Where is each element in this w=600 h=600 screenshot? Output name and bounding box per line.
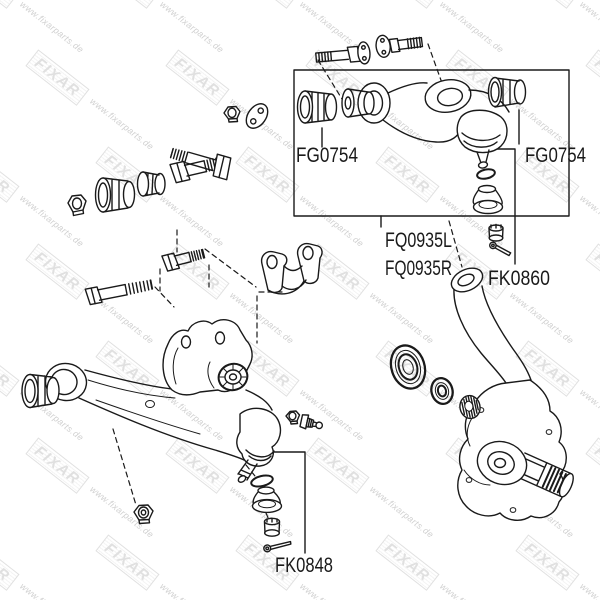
lower-control-arm bbox=[44, 362, 282, 483]
needle-bearing bbox=[459, 394, 481, 420]
hub-oil-seal bbox=[389, 344, 427, 390]
grease-fitting bbox=[299, 414, 324, 430]
cam-bolt-right bbox=[375, 34, 424, 58]
cam-washer-plate bbox=[245, 103, 269, 129]
label-fg0754-left: FG0754 bbox=[296, 144, 358, 167]
label-fq0935l: FQ0935L bbox=[385, 229, 452, 252]
dashed-assembly-lines bbox=[112, 43, 463, 521]
label-fk0860: FK0860 bbox=[488, 267, 550, 290]
lower-arm-rear-bushing bbox=[217, 362, 249, 392]
flanged-bushing-left bbox=[94, 177, 136, 213]
upper-cotter-pin bbox=[489, 241, 512, 257]
hex-nut-small-top bbox=[223, 105, 241, 123]
hex-nut-left bbox=[67, 194, 87, 217]
label-fq0935r: FQ0935R bbox=[385, 257, 452, 280]
hex-nut-below-arm bbox=[133, 504, 154, 525]
lower-cotter-pin bbox=[263, 540, 292, 553]
knuckle-spindle bbox=[514, 452, 574, 498]
bolt-mid-long bbox=[84, 279, 154, 306]
upper-castle-nut bbox=[488, 223, 504, 242]
label-fk0848: FK0848 bbox=[275, 554, 333, 577]
upper-arm-inner-sleeve bbox=[341, 88, 375, 118]
hex-nut-grease bbox=[285, 410, 301, 425]
upper-arm-bushing-right bbox=[487, 76, 527, 108]
label-fg0754-right: FG0754 bbox=[525, 144, 586, 167]
seal-ring bbox=[430, 377, 454, 405]
cam-bolt-left bbox=[315, 41, 371, 65]
bolt-below-washer bbox=[169, 147, 232, 181]
rubber-sleeve-left bbox=[136, 171, 166, 197]
lower-castle-nut bbox=[263, 517, 281, 537]
lower-ball-joint-parts bbox=[250, 474, 292, 553]
steering-knuckle bbox=[450, 267, 574, 521]
upper-arm-kit-box bbox=[293, 69, 570, 217]
upper-control-arm bbox=[357, 79, 510, 169]
bolt-mid-short bbox=[161, 248, 206, 272]
shock-yoke-bracket bbox=[260, 242, 323, 295]
upper-ball-joint-ring-boot bbox=[472, 168, 504, 215]
upper-arm-bushing-left bbox=[296, 90, 338, 124]
lower-arm-front-bushing bbox=[21, 373, 60, 409]
